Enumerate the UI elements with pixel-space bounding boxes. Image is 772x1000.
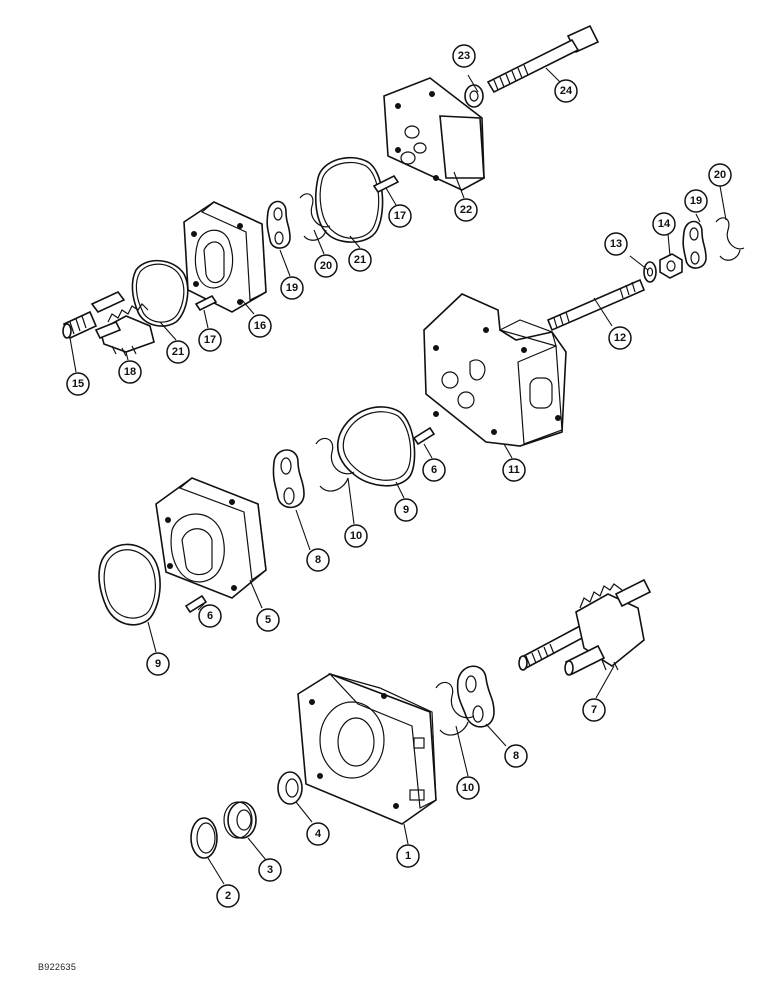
svg-text:15: 15: [72, 378, 84, 390]
callout-20-upper: 20: [314, 254, 338, 278]
svg-text:6: 6: [431, 464, 437, 476]
callout-7: 7: [582, 698, 606, 722]
part-pin-17-lower: [194, 294, 218, 312]
part-coupling-15: [62, 310, 98, 340]
callout-8-lower: 8: [504, 744, 528, 768]
part-wear-plate-19-right: [682, 220, 707, 269]
part-seal-10-lower: [435, 681, 475, 736]
callout-2: 2: [216, 884, 240, 908]
callout-1: 1: [396, 844, 420, 868]
part-gear-housing-5: [155, 477, 267, 599]
part-gear-set-7: [518, 578, 652, 676]
part-wear-plate-8-upper: [272, 449, 305, 509]
callout-9-lower: 9: [146, 652, 170, 676]
callout-12: 12: [608, 326, 632, 350]
callout-8-upper: 8: [306, 548, 330, 572]
callout-9-upper: 9: [394, 498, 418, 522]
part-seal-20-right: [715, 217, 745, 261]
svg-text:14: 14: [658, 218, 671, 230]
svg-text:22: 22: [460, 204, 472, 216]
part-gasket-9-upper: [336, 406, 416, 487]
svg-text:17: 17: [204, 334, 216, 346]
callout-20-right: 20: [708, 163, 732, 187]
callout-18: 18: [118, 360, 142, 384]
part-wear-plate-19-upper: [266, 200, 291, 249]
svg-text:21: 21: [172, 346, 184, 358]
callout-3: 3: [258, 858, 282, 882]
part-center-housing-11: [423, 293, 567, 447]
part-bolt-24: [486, 24, 600, 94]
svg-text:4: 4: [315, 828, 322, 840]
callout-11: 11: [502, 458, 526, 482]
callout-14: 14: [652, 212, 676, 236]
svg-text:1: 1: [405, 850, 411, 862]
callout-22: 22: [454, 198, 478, 222]
callout-13: 13: [604, 232, 628, 256]
callout-6-upper: 6: [422, 458, 446, 482]
svg-text:5: 5: [265, 614, 271, 626]
figure-code: B922635: [38, 962, 77, 972]
svg-text:17: 17: [394, 210, 406, 222]
svg-text:21: 21: [354, 254, 366, 266]
callout-17-lower: 17: [198, 328, 222, 352]
callout-10-upper: 10: [344, 524, 368, 548]
part-gasket-21-lower: [131, 259, 189, 327]
part-pin-17-upper: [372, 174, 400, 194]
svg-text:9: 9: [155, 658, 161, 670]
svg-text:10: 10: [462, 782, 474, 794]
svg-text:6: 6: [207, 610, 213, 622]
callout-23: 23: [452, 44, 476, 68]
svg-text:10: 10: [350, 530, 362, 542]
svg-text:11: 11: [508, 464, 520, 476]
svg-text:18: 18: [124, 366, 136, 378]
callout-4: 4: [306, 822, 330, 846]
part-pin-6-upper: [412, 426, 436, 446]
svg-text:12: 12: [614, 332, 626, 344]
part-bearing-3: [223, 801, 257, 839]
svg-text:19: 19: [286, 282, 298, 294]
part-rear-cover-22: [383, 77, 485, 191]
callouts: 23 24 22 17 21 20 19 16 17 21 18 15 12 1…: [66, 44, 732, 908]
part-seal-20-upper: [299, 193, 331, 241]
part-gasket-9-lower: [98, 543, 161, 626]
callout-24: 24: [554, 79, 578, 103]
svg-text:16: 16: [254, 320, 266, 332]
callout-15: 15: [66, 372, 90, 396]
part-stud-12: [546, 278, 646, 332]
callout-16: 16: [248, 314, 272, 338]
svg-text:20: 20: [714, 169, 726, 181]
svg-text:19: 19: [690, 195, 702, 207]
part-gear-set-18: [90, 291, 155, 357]
part-washer-13: [643, 261, 657, 283]
callout-21-lower: 21: [166, 340, 190, 364]
svg-text:20: 20: [320, 260, 332, 272]
part-gasket-21-upper: [314, 156, 384, 243]
part-retaining-ring-2: [190, 817, 218, 859]
svg-text:24: 24: [560, 85, 573, 97]
callout-10-lower: 10: [456, 776, 480, 800]
part-pin-6-lower: [184, 594, 208, 614]
part-washer-23: [464, 84, 484, 108]
part-gear-housing-16: [183, 201, 267, 313]
svg-text:3: 3: [267, 864, 273, 876]
svg-text:8: 8: [513, 750, 519, 762]
callout-19-upper: 19: [280, 276, 304, 300]
callout-21-upper: 21: [348, 248, 372, 272]
part-nut-14: [659, 253, 683, 279]
part-wear-plate-8-lower: [456, 665, 495, 728]
callout-6-lower: 6: [198, 604, 222, 628]
svg-text:9: 9: [403, 504, 409, 516]
part-shaft-seal-4: [277, 771, 303, 805]
part-seal-10-upper: [315, 437, 355, 492]
callout-5: 5: [256, 608, 280, 632]
callout-17-upper: 17: [388, 204, 412, 228]
svg-text:8: 8: [315, 554, 321, 566]
svg-text:23: 23: [458, 50, 470, 62]
svg-text:2: 2: [225, 890, 231, 902]
svg-text:7: 7: [591, 704, 597, 716]
part-front-housing-1: [297, 672, 437, 825]
svg-text:13: 13: [610, 238, 622, 250]
callout-19-right: 19: [684, 189, 708, 213]
